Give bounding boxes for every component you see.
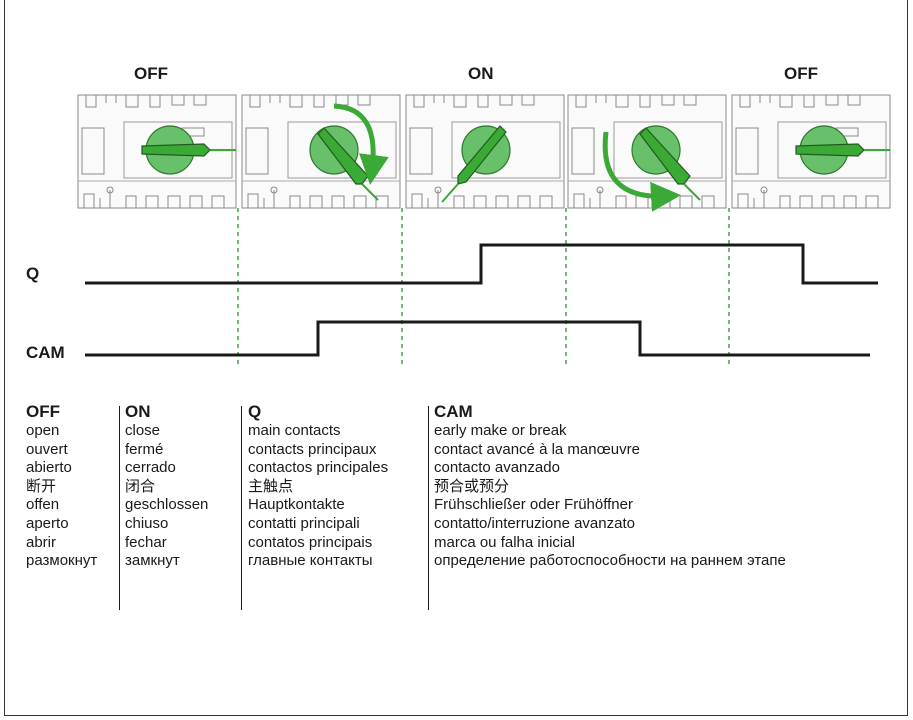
legend-column-off: OFF open ouvert abierto 断开 offen aperto … bbox=[26, 402, 97, 571]
legend-cell: aperto bbox=[26, 514, 69, 532]
legend-cell: размокнут bbox=[26, 552, 98, 570]
legend-cell: cerrado bbox=[125, 459, 176, 477]
legend-cell: contacto avanzado bbox=[434, 459, 560, 477]
state-label-off-2: OFF bbox=[784, 64, 818, 83]
legend-divider bbox=[119, 406, 120, 610]
legend-cell: geschlossen bbox=[125, 496, 209, 514]
legend-cell: Frühschließer oder Frühöffner bbox=[434, 496, 633, 514]
cam-waveform bbox=[85, 320, 870, 357]
switch-device-4 bbox=[567, 94, 727, 212]
legend-cell: close bbox=[125, 422, 161, 439]
legend-cell: main contacts bbox=[248, 422, 341, 439]
switch-device-2 bbox=[241, 94, 401, 209]
legend-cell: Hauptkontakte bbox=[248, 496, 345, 514]
legend-divider bbox=[241, 406, 242, 610]
switch-device-3 bbox=[405, 94, 565, 209]
legend-header: CAM bbox=[434, 402, 473, 421]
legend-column-cam: CAM early make or break contact avancé à… bbox=[434, 402, 786, 571]
legend-cell: abierto bbox=[26, 459, 72, 477]
legend-divider bbox=[428, 406, 429, 610]
q-waveform bbox=[85, 243, 878, 285]
transition-markers bbox=[237, 208, 730, 368]
legend-cell: contactos principales bbox=[248, 459, 389, 477]
legend-cell: contatti principali bbox=[248, 514, 360, 532]
legend-cell: contatos principais bbox=[248, 533, 373, 551]
legend-header: ON bbox=[125, 402, 151, 421]
legend-cell: contatto/interruzione avanzato bbox=[434, 514, 635, 532]
legend-cell: определение работоспособности на раннем … bbox=[434, 552, 786, 570]
legend-cell: marca ou falha inicial bbox=[434, 533, 575, 551]
legend-cell: fermé bbox=[125, 440, 164, 458]
legend-cell: замкнут bbox=[125, 552, 180, 570]
legend-header: Q bbox=[248, 402, 262, 421]
legend-cell: 主触点 bbox=[248, 477, 294, 495]
switch-timing-diagram bbox=[77, 94, 891, 368]
legend-cell: 断开 bbox=[26, 477, 57, 495]
legend-cell: contact avancé à la manœuvre bbox=[434, 440, 640, 458]
state-label-off-1: OFF bbox=[134, 64, 168, 83]
legend-cell: open bbox=[26, 422, 60, 439]
legend-cell: 闭合 bbox=[125, 477, 156, 495]
legend-column-q: Q main contacts contacts principaux cont… bbox=[248, 402, 388, 571]
switch-device-5 bbox=[731, 94, 891, 209]
figure-frame bbox=[4, 0, 908, 716]
legend-cell: главные контакты bbox=[248, 552, 373, 570]
q-signal-label: Q bbox=[26, 264, 40, 283]
switch-device-1 bbox=[77, 94, 237, 209]
legend-cell: offen bbox=[26, 496, 60, 514]
cam-signal-label: CAM bbox=[26, 343, 65, 362]
legend-cell: abrir bbox=[26, 533, 57, 551]
legend-cell: 预合或预分 bbox=[434, 477, 510, 495]
legend-cell: ouvert bbox=[26, 440, 68, 458]
legend-column-on: ON close fermé cerrado 闭合 geschlossen ch… bbox=[125, 402, 208, 571]
legend-cell: fechar bbox=[125, 533, 167, 551]
legend-cell: chiuso bbox=[125, 514, 169, 532]
legend-cell: early make or break bbox=[434, 422, 567, 439]
legend-header: OFF bbox=[26, 402, 60, 421]
legend-cell: contacts principaux bbox=[248, 440, 377, 458]
state-label-on: ON bbox=[468, 64, 494, 83]
